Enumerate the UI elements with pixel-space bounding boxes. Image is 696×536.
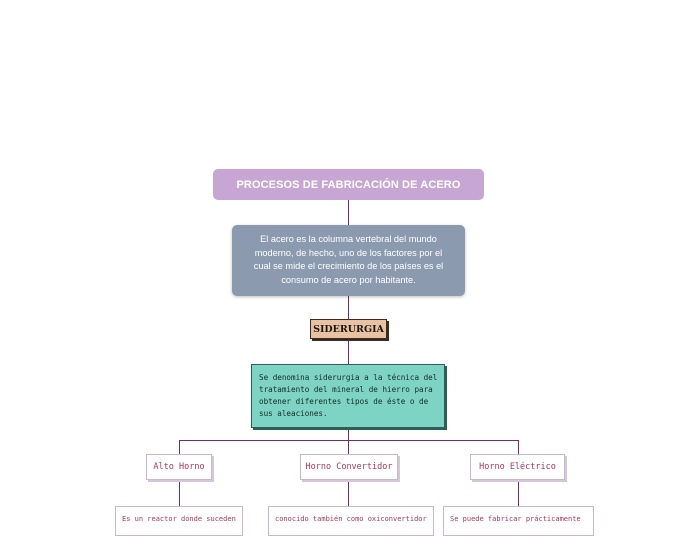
alto-horno-node[interactable]: Alto Horno bbox=[146, 454, 212, 480]
connector-description-siderurgia bbox=[348, 296, 349, 319]
connector-definition-branches bbox=[348, 429, 349, 440]
title-node[interactable]: PROCESOS DE FABRICACIÓN DE ACERO bbox=[213, 169, 484, 200]
connector-horno-convertidor-detail bbox=[348, 481, 349, 506]
description-node[interactable]: El acero es la columna vertebral del mun… bbox=[232, 225, 465, 296]
connector-to-horno-convertidor bbox=[348, 440, 349, 454]
connector-title-description bbox=[348, 200, 349, 225]
horno-electrico-node[interactable]: Horno Eléctrico bbox=[470, 454, 565, 480]
connector-alto-horno-detail bbox=[179, 481, 180, 506]
connector-siderurgia-definition bbox=[348, 341, 349, 364]
horno-convertidor-detail-node[interactable]: conocido también como oxiconvertidor bbox=[268, 506, 434, 536]
connector-to-horno-electrico bbox=[518, 440, 519, 454]
definition-node[interactable]: Se denomina siderurgia a la técnica del … bbox=[251, 364, 445, 428]
horno-electrico-detail-node[interactable]: Se puede fabricar prácticamente bbox=[443, 506, 594, 536]
horno-convertidor-node[interactable]: Horno Convertidor bbox=[300, 454, 398, 480]
connector-horno-electrico-detail bbox=[518, 481, 519, 506]
alto-horno-detail-node[interactable]: Es un reactor donde suceden bbox=[115, 506, 243, 536]
connector-to-alto-horno bbox=[179, 440, 180, 454]
siderurgia-node[interactable]: SIDERURGIA bbox=[310, 319, 387, 339]
